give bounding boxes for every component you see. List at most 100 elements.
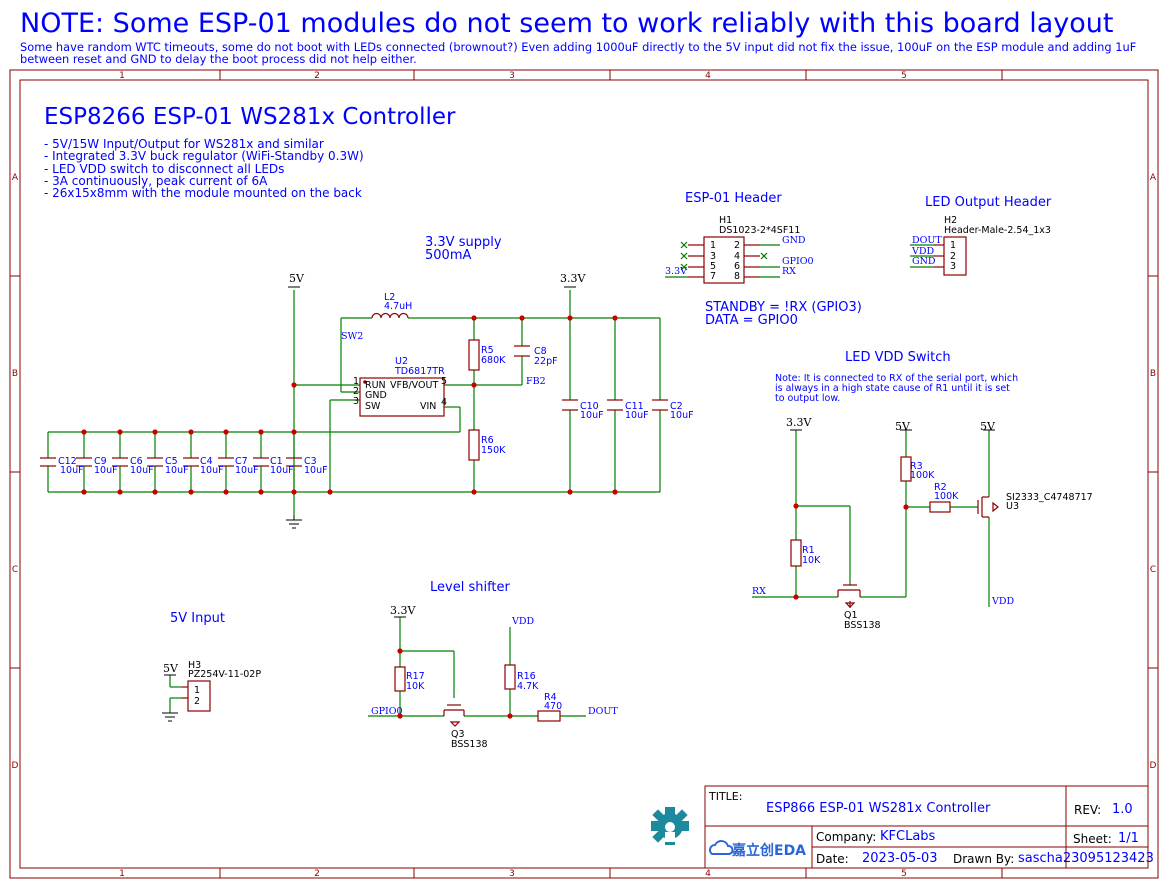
h1-pin-8: 8 — [734, 271, 741, 282]
tb-title-label: TITLE: — [709, 790, 743, 803]
h2-value: Header-Male-2.54_1x3 — [944, 225, 1051, 236]
tb-date: 2023-05-03 — [862, 851, 938, 866]
vdd-note-line: Note: It is connected to RX of the seria… — [775, 373, 1019, 384]
esp-header-heading: ESP-01 Header — [685, 191, 782, 206]
c9-value: 10uF — [94, 465, 118, 476]
frame-labels: 1 2 3 4 5 1 2 3 4 5 A B C D A B C D — [12, 71, 1157, 879]
h2-designator: H2 — [944, 215, 958, 226]
r6-designator: R6 — [481, 435, 494, 446]
q3-designator: Q3 — [451, 729, 465, 740]
vdd-note-line: is always in a high state cause of R1 un… — [775, 383, 1010, 394]
row-label-d-right: D — [1150, 761, 1157, 771]
net-level-vdd: VDD — [512, 616, 535, 627]
junctions-supply — [81, 315, 618, 495]
input-capacitors — [40, 312, 668, 467]
net-level-gpio0: GPIO0 — [371, 706, 403, 717]
q1-designator: Q1 — [844, 610, 858, 621]
c3-value: 10uF — [304, 465, 328, 476]
h2-pin-1: 1 — [950, 240, 957, 251]
c6-designator: C6 — [130, 456, 143, 467]
net-h1-gpio0: GPIO0 — [782, 256, 814, 267]
c7-value: 10uF — [235, 465, 259, 476]
c7-designator: C7 — [235, 456, 248, 467]
c8-designator: C8 — [534, 346, 547, 357]
h2-header — [934, 236, 967, 276]
junctions-level — [397, 648, 513, 719]
r17-value: 10K — [406, 681, 425, 692]
q3-value: BSS138 — [451, 739, 488, 750]
h1-pin-4: 4 — [734, 251, 741, 262]
project-title: ESP8266 ESP-01 WS281x Controller — [44, 104, 456, 130]
u2-pin-sw: SW — [365, 401, 381, 412]
h1-pin-2: 2 — [734, 240, 741, 251]
h3-pin-1: 1 — [194, 685, 201, 696]
tb-sheet-label: Sheet: — [1073, 832, 1112, 846]
h1-wires — [665, 241, 780, 278]
oshw-gear-icon — [651, 807, 689, 845]
net-3v3: 3.3V — [560, 272, 586, 285]
c10-designator: C10 — [580, 401, 599, 412]
c2-designator: C2 — [670, 401, 683, 412]
c3-designator: C3 — [304, 456, 317, 467]
r17-designator: R17 — [406, 671, 425, 682]
tb-drawn-label: Drawn By: — [953, 852, 1015, 866]
c1-designator: C1 — [270, 456, 283, 467]
net-h2-dout: DOUT — [912, 235, 942, 246]
h1-value: DS1023-2*4SF11 — [719, 225, 801, 236]
c11-designator: C11 — [625, 401, 644, 412]
net-sw2: SW2 — [341, 331, 364, 342]
u2-designator: U2 — [395, 356, 408, 367]
c11-value: 10uF — [625, 410, 649, 421]
h2-pin-2: 2 — [950, 251, 957, 262]
tb-rev: 1.0 — [1112, 802, 1133, 817]
level-shifter-heading: Level shifter — [430, 580, 510, 595]
vdd-switch-heading: LED VDD Switch — [845, 350, 951, 365]
net-switch-rx: RX — [752, 586, 766, 597]
supply-heading-line1: 3.3V supply — [425, 235, 502, 250]
h3-value: PZ254V-11-02P — [188, 669, 262, 680]
r2-value: 100K — [934, 491, 959, 502]
r2-designator: R2 — [934, 482, 947, 493]
net-h2-gnd: GND — [912, 256, 936, 267]
net-level-3v3: 3.3V — [390, 604, 416, 617]
data-line: DATA = GPIO0 — [705, 313, 798, 328]
net-h2-vdd: VDD — [912, 246, 935, 257]
r3-value: 100K — [910, 470, 935, 481]
col-label-5-bottom: 5 — [901, 869, 907, 879]
col-label-2: 2 — [314, 71, 320, 81]
project-bullets: - 5V/15W Input/Output for WS281x and sim… — [44, 137, 364, 201]
title-block-frame — [704, 785, 1149, 869]
u2-pin-num-1: 1 — [353, 376, 360, 387]
supply-wires — [48, 290, 661, 515]
standby-line: STANDBY = !RX (GPIO3) — [705, 300, 862, 315]
note-body: Some have random WTC timeouts, some do n… — [20, 40, 1137, 66]
row-label-b: B — [12, 369, 18, 379]
c12-value: 10uF — [60, 465, 84, 476]
net-switch-5v-r3: 5V — [895, 420, 910, 433]
tb-company-label: Company: — [816, 830, 877, 844]
h1-header — [688, 236, 760, 284]
h3-designator: H3 — [188, 660, 202, 671]
c2-value: 10uF — [670, 410, 694, 421]
c1-value: 10uF — [270, 465, 294, 476]
bullet-item: - 5V/15W Input/Output for WS281x and sim… — [44, 137, 324, 151]
tb-drawn-by: sascha23095123423 — [1018, 851, 1154, 866]
h1-designator: H1 — [719, 215, 733, 226]
u2-pin-num-3: 3 — [353, 396, 360, 407]
bullet-item: - 26x15x8mm with the module mounted on t… — [44, 186, 362, 201]
q1-value: BSS138 — [844, 620, 881, 631]
sheet-frame — [9, 69, 1159, 879]
h1-pin-5: 5 — [710, 261, 717, 272]
c10-value: 10uF — [580, 410, 604, 421]
level-shifter-parts — [394, 664, 561, 727]
u2-pin1-dot — [363, 380, 367, 384]
r1-designator: R1 — [802, 545, 815, 556]
h1-pin-1: 1 — [710, 240, 717, 251]
net-switch-vdd: VDD — [992, 596, 1015, 607]
row-label-d: D — [12, 761, 19, 771]
r1-value: 10K — [802, 555, 821, 566]
input-cap-wires — [47, 432, 295, 492]
col-label-5: 5 — [901, 71, 907, 81]
vdd-switch-note: Note: It is connected to RX of the seria… — [775, 374, 1018, 404]
